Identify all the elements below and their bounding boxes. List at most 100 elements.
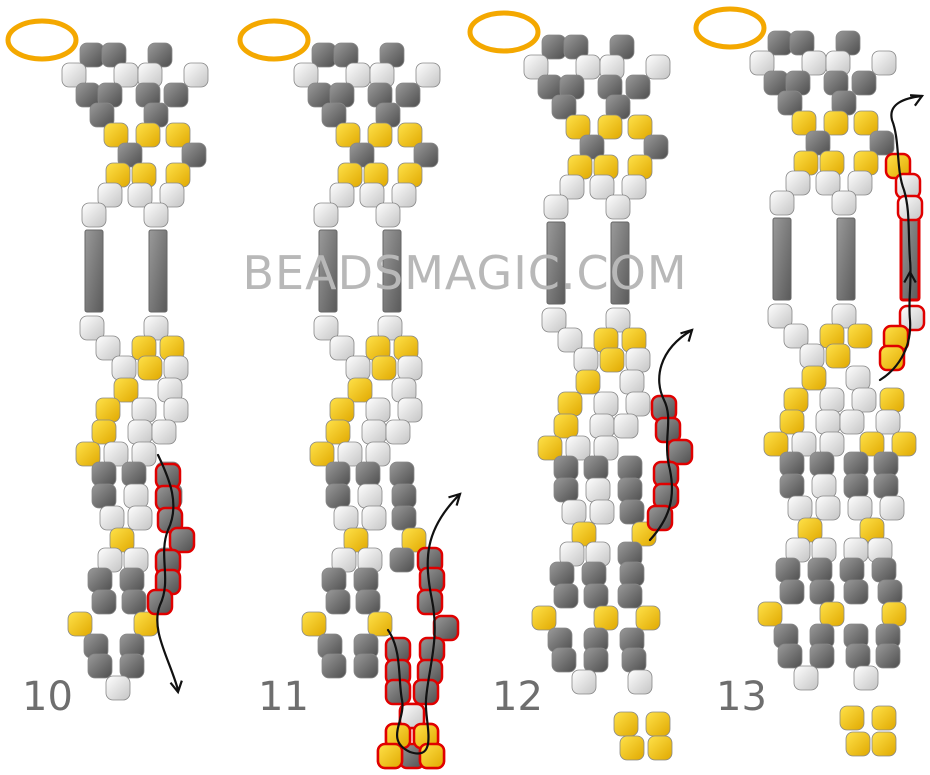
white-bead: [362, 420, 386, 444]
yellow-bead: [554, 414, 578, 438]
white-bead: [562, 500, 586, 524]
white-bead: [812, 474, 836, 498]
white-bead: [586, 478, 610, 502]
white-bead: [794, 666, 818, 690]
yellow-bead: [326, 420, 350, 444]
white-bead: [614, 414, 638, 438]
gray-bead: [584, 456, 608, 480]
jump-ring: [8, 21, 76, 59]
white-bead: [184, 63, 208, 87]
gray-bead: [618, 478, 642, 502]
white-bead: [626, 392, 650, 416]
gray-bead: [550, 562, 574, 586]
gray-bead: [92, 462, 116, 486]
yellow-bead: [614, 712, 638, 736]
gray-bead: [354, 654, 378, 678]
yellow-bead: [558, 392, 582, 416]
white-bead: [376, 203, 400, 227]
gray-bead: [392, 506, 416, 530]
gray-bead: [810, 580, 834, 604]
white-bead: [788, 496, 812, 520]
gray-bead: [122, 590, 146, 614]
gray-bead: [434, 616, 458, 640]
white-bead: [124, 484, 148, 508]
white-bead: [620, 370, 644, 394]
bugle-bead: [319, 230, 337, 312]
white-bead: [770, 191, 794, 215]
white-bead: [876, 410, 900, 434]
white-bead: [572, 670, 596, 694]
white-bead: [896, 174, 920, 198]
gray-bead: [390, 548, 414, 572]
bugle-bead: [149, 230, 167, 312]
gray-bead: [390, 462, 414, 486]
yellow-bead: [646, 712, 670, 736]
yellow-bead: [636, 606, 660, 630]
yellow-bead: [826, 344, 850, 368]
white-bead: [112, 356, 136, 380]
yellow-bead: [420, 744, 444, 768]
yellow-bead: [820, 602, 844, 626]
gray-bead: [392, 484, 416, 508]
white-bead: [816, 410, 840, 434]
yellow-bead: [848, 324, 872, 348]
gray-bead: [810, 452, 834, 476]
bugle-bead: [383, 230, 401, 312]
white-bead: [854, 666, 878, 690]
gray-bead: [840, 558, 864, 582]
gray-bead: [810, 644, 834, 668]
yellow-bead: [872, 732, 896, 756]
yellow-bead: [600, 348, 624, 372]
gray-bead: [844, 452, 868, 476]
white-bead: [606, 195, 630, 219]
yellow-bead: [576, 370, 600, 394]
gray-bead: [768, 31, 792, 55]
white-bead: [398, 356, 422, 380]
gray-bead: [620, 500, 644, 524]
white-bead: [816, 496, 840, 520]
gray-bead: [618, 456, 642, 480]
white-bead: [872, 51, 896, 75]
white-bead: [386, 420, 410, 444]
white-bead: [334, 506, 358, 530]
gray-bead: [874, 452, 898, 476]
white-bead: [100, 506, 124, 530]
gray-bead: [386, 680, 410, 704]
gray-bead: [584, 584, 608, 608]
white-bead: [820, 388, 844, 412]
yellow-bead: [880, 388, 904, 412]
gray-bead: [852, 71, 876, 95]
gray-bead: [88, 568, 112, 592]
gray-bead: [354, 568, 378, 592]
white-bead: [594, 392, 618, 416]
white-bead: [574, 348, 598, 372]
gray-bead: [80, 43, 104, 67]
yellow-bead: [378, 744, 402, 768]
white-bead: [82, 203, 106, 227]
gray-bead: [776, 558, 800, 582]
yellow-bead: [372, 356, 396, 380]
gray-bead: [654, 462, 678, 486]
yellow-bead: [68, 612, 92, 636]
gray-bead: [554, 584, 578, 608]
gray-bead: [356, 590, 380, 614]
white-bead: [416, 63, 440, 87]
gray-bead: [622, 648, 646, 672]
gray-bead: [618, 584, 642, 608]
white-bead: [840, 410, 864, 434]
yellow-bead: [892, 432, 916, 456]
white-bead: [106, 676, 130, 700]
white-bead: [898, 196, 922, 220]
yellow-bead: [846, 732, 870, 756]
bugle-bead: [611, 222, 629, 304]
gray-bead: [844, 580, 868, 604]
yellow-bead: [532, 606, 556, 630]
yellow-bead: [594, 606, 618, 630]
gray-bead: [626, 75, 650, 99]
gray-bead: [554, 478, 578, 502]
gray-bead: [668, 440, 692, 464]
gray-bead: [846, 644, 870, 668]
yellow-bead: [872, 706, 896, 730]
